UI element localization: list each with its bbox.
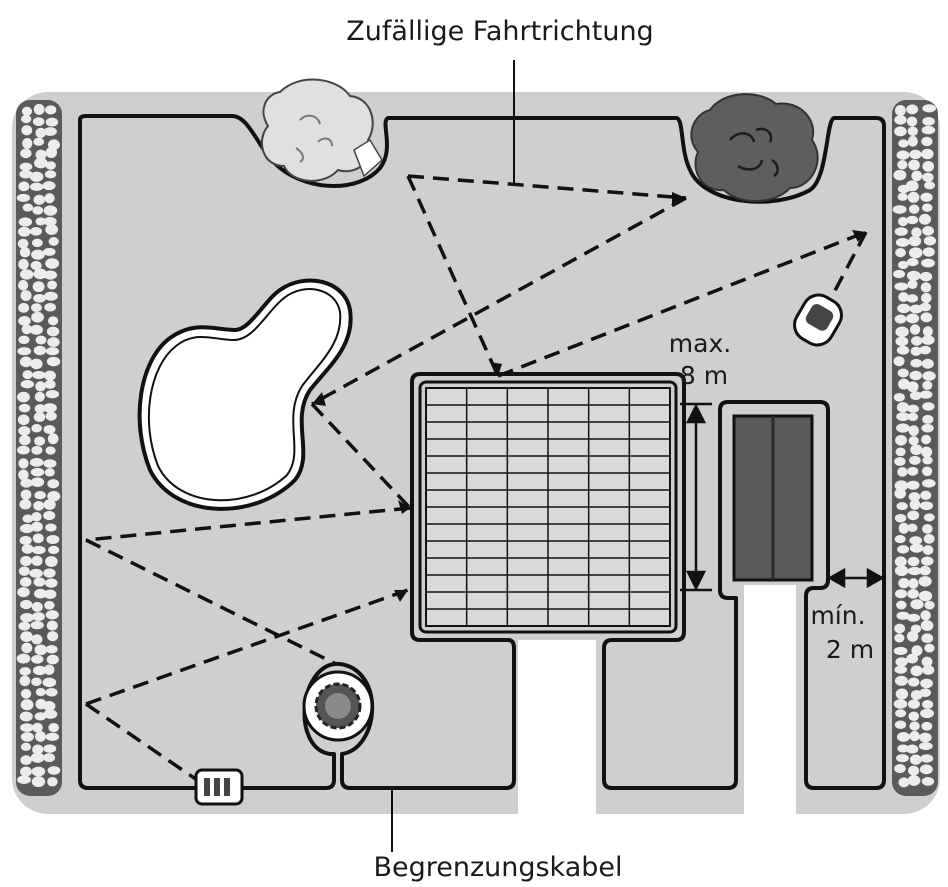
- max-label-line1: max.: [669, 329, 731, 358]
- garage-icon: [732, 414, 814, 582]
- dark-bush-icon: [690, 93, 819, 203]
- min-label-line2: 2 m: [826, 635, 874, 664]
- charging-station-icon: [194, 768, 244, 806]
- light-bush-icon: [260, 78, 383, 182]
- patio-icon: [425, 387, 671, 627]
- min-distance-arrow: [827, 567, 885, 589]
- random-path-lines: [85, 174, 868, 784]
- max-label-line2: 8 m: [680, 361, 728, 390]
- bottom-label: Begrenzungskabel: [373, 852, 622, 883]
- left-hedge-icon: [16, 100, 62, 796]
- right-hedge-icon: [892, 100, 938, 796]
- min-label-line1: mín.: [810, 601, 865, 630]
- flowerbed-icon: [302, 670, 374, 742]
- top-label: Zufällige Fahrtrichtung: [346, 16, 653, 47]
- robot-mower-icon: [793, 293, 843, 347]
- path-arrowheads: [312, 192, 866, 602]
- driveway-strip: [744, 585, 796, 820]
- max-distance-arrow: [680, 402, 712, 592]
- pool-icon: [137, 278, 353, 511]
- patio-cable-loop: [418, 380, 678, 634]
- path-strip: [518, 640, 596, 820]
- boundary-cable: [78, 114, 886, 790]
